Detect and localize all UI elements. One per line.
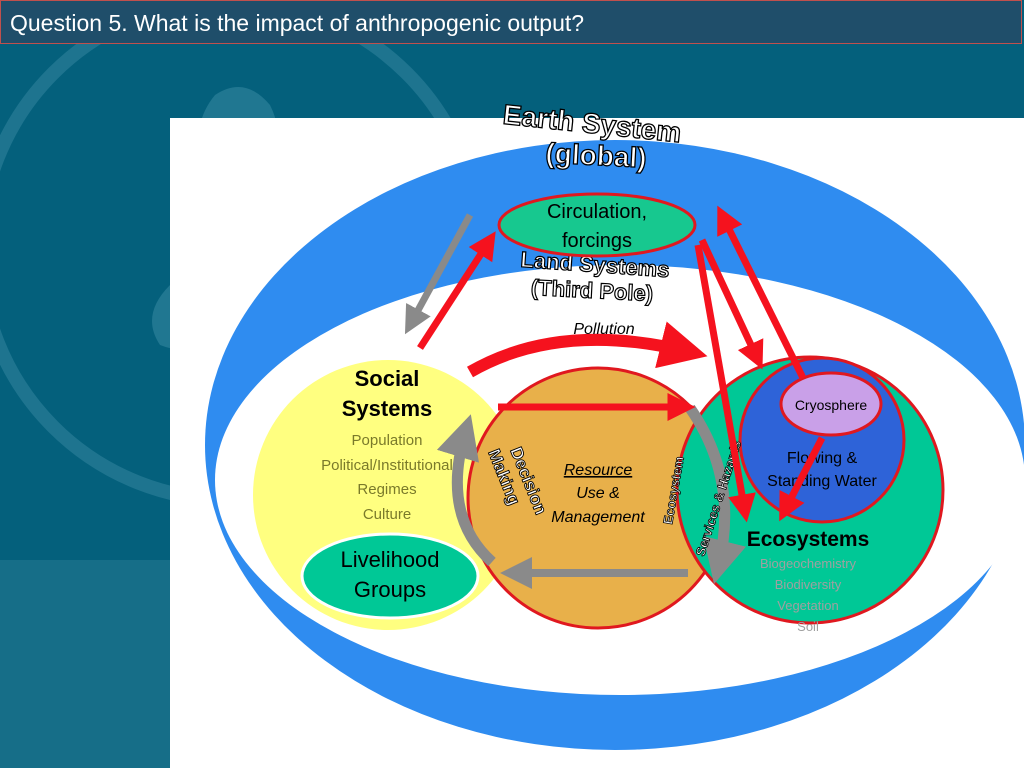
livelihood-groups-ellipse — [300, 532, 480, 620]
resource-label: Resource — [564, 462, 633, 479]
social-item-population: Population — [352, 432, 423, 449]
eco-item-biodiversity: Biodiversity — [775, 577, 842, 592]
forcings-label: forcings — [562, 230, 632, 252]
pollution-label: Pollution — [573, 321, 634, 338]
slide-title-bar: Question 5. What is the impact of anthro… — [0, 0, 1022, 44]
circulation-ellipse — [497, 192, 697, 258]
standing-water-label: Standing Water — [767, 473, 877, 490]
flowing-label: Flowing & — [787, 450, 858, 467]
circulation-to-ecosystems-arrow — [694, 244, 756, 523]
social-title: Social — [355, 366, 420, 391]
social-to-circulation-arrow — [417, 231, 496, 350]
social-item-regimes: Regimes — [357, 481, 416, 498]
slide-title: Question 5. What is the impact of anthro… — [10, 10, 585, 36]
ecosystems-title: Ecosystems — [747, 528, 870, 551]
cryosphere-label: Cryosphere — [795, 397, 868, 413]
cryosphere-ellipse — [779, 371, 883, 437]
groups-label: Groups — [354, 577, 426, 602]
social-item-political: Political/Institutional — [321, 457, 453, 474]
eco-item-biogeochemistry: Biogeochemistry — [760, 556, 857, 571]
circulation-label: Circulation, — [547, 201, 647, 223]
ecosystem-services-arrow — [685, 404, 747, 585]
circulation-to-water-arrow — [698, 238, 764, 370]
livelihood-label: Livelihood — [340, 547, 439, 572]
pollution-arrow — [467, 321, 708, 378]
earth-system-global-label: (global) — [545, 137, 648, 173]
eco-item-soil: Soil — [797, 619, 819, 634]
earth-to-social-arrow — [404, 213, 474, 335]
decision-making-arrow — [436, 414, 496, 567]
use-label: Use & — [576, 485, 620, 502]
social-item-culture: Culture — [363, 506, 411, 523]
cryosphere-to-ecosystems-arrow — [779, 436, 826, 522]
systems-title: Systems — [342, 396, 433, 421]
management-label: Management — [551, 509, 645, 526]
cryosphere-to-circulation-arrow — [717, 205, 807, 380]
eco-item-vegetation: Vegetation — [777, 598, 838, 613]
